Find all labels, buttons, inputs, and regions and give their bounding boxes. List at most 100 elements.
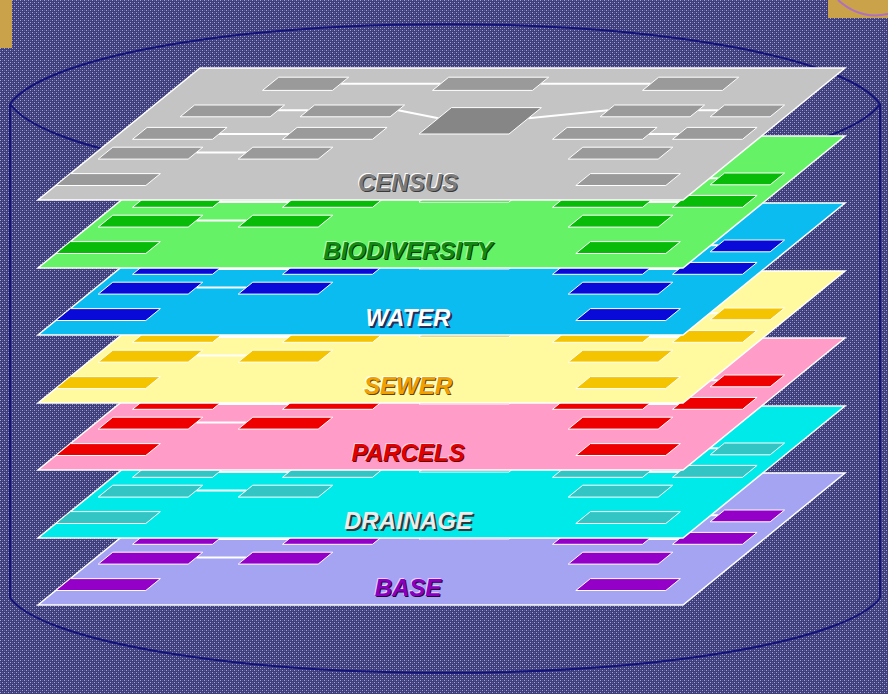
feature-shape	[600, 105, 705, 117]
feature-link	[541, 83, 651, 85]
layer-plane	[38, 136, 845, 268]
feature-shape	[673, 397, 758, 409]
feature-link	[219, 133, 289, 135]
feature-shape	[133, 397, 228, 409]
feature-shape	[133, 330, 228, 342]
feature-link	[649, 471, 679, 473]
feature-shape	[673, 465, 758, 477]
feature-shape	[419, 378, 541, 404]
feature-shape	[263, 415, 349, 428]
feature-shape	[643, 212, 739, 225]
feature-link	[541, 353, 651, 355]
feature-link	[196, 286, 246, 288]
feature-link	[528, 245, 608, 253]
feature-link	[219, 471, 289, 473]
feature-shape	[238, 282, 333, 294]
feature-shape	[98, 282, 203, 294]
feature-shape	[300, 443, 405, 455]
feature-link	[528, 110, 608, 118]
feature-link	[698, 514, 718, 516]
feature-shape	[56, 376, 161, 388]
feature-shape	[180, 105, 285, 117]
feature-shape	[643, 77, 739, 90]
feature-link	[649, 538, 679, 540]
feature-link	[541, 150, 651, 152]
layer-label: DRAINAGE	[344, 507, 472, 535]
cylinder-bottom	[10, 598, 880, 673]
feature-shape	[600, 375, 705, 387]
feature-shape	[238, 417, 333, 429]
feature-shape	[56, 241, 161, 253]
feature-shape	[433, 77, 549, 90]
feature-shape	[300, 240, 405, 252]
layer-plane	[38, 473, 845, 605]
feature-shape	[238, 215, 333, 227]
feature-shape	[133, 127, 228, 139]
layer-plane	[38, 338, 845, 470]
feature-link	[219, 403, 289, 405]
feature-shape	[710, 375, 785, 387]
cylinder-side	[9, 104, 11, 598]
feature-shape	[98, 552, 203, 564]
feature-shape	[238, 552, 333, 564]
feature-shape	[710, 105, 785, 117]
feature-shape	[600, 443, 705, 455]
feature-shape	[673, 330, 758, 342]
feature-link	[698, 109, 718, 111]
feature-link	[341, 420, 441, 422]
feature-link	[196, 556, 246, 558]
feature-link	[398, 380, 438, 388]
feature-shape	[433, 482, 549, 495]
feature-shape	[576, 444, 681, 456]
feature-shape	[283, 330, 388, 342]
feature-link	[341, 285, 441, 287]
feature-shape	[263, 145, 349, 158]
feature-shape	[710, 443, 785, 455]
feature-link	[196, 421, 246, 423]
feature-shape	[568, 147, 673, 159]
cylinder-side	[879, 104, 881, 598]
layer-label: BIODIVERSITY	[323, 237, 492, 265]
feature-link	[649, 268, 679, 270]
feature-shape	[710, 173, 785, 185]
feature-link	[219, 336, 289, 338]
feature-shape	[568, 485, 673, 497]
feature-link	[196, 489, 246, 491]
feature-shape	[600, 173, 705, 185]
feature-shape	[56, 579, 161, 591]
feature-shape	[300, 375, 405, 387]
feature-shape	[600, 308, 705, 320]
feature-shape	[433, 145, 549, 158]
feature-shape	[56, 511, 161, 523]
feature-shape	[568, 552, 673, 564]
feature-shape	[300, 173, 405, 185]
feature-shape	[263, 280, 349, 293]
feature-shape	[263, 482, 349, 495]
feature-link	[649, 201, 679, 203]
feature-shape	[419, 108, 541, 134]
feature-shape	[98, 147, 203, 159]
feature-link	[398, 245, 438, 253]
map-layer: CENSUS	[38, 68, 846, 201]
feature-link	[398, 448, 438, 456]
feature-shape	[98, 350, 203, 362]
feature-shape	[643, 145, 739, 158]
layer-label: WATER	[366, 304, 451, 332]
feature-shape	[283, 397, 388, 409]
feature-shape	[133, 532, 228, 544]
feature-shape	[300, 510, 405, 522]
feature-link	[341, 353, 441, 355]
feature-shape	[568, 417, 673, 429]
feature-link	[341, 488, 441, 490]
feature-shape	[643, 415, 739, 428]
feature-shape	[553, 195, 658, 207]
feature-shape	[433, 212, 549, 225]
feature-link	[278, 312, 308, 314]
feature-link	[398, 110, 438, 118]
feature-link	[541, 218, 651, 220]
feature-shape	[180, 308, 285, 320]
feature-shape	[238, 485, 333, 497]
feature-shape	[553, 127, 658, 139]
feature-shape	[433, 415, 549, 428]
